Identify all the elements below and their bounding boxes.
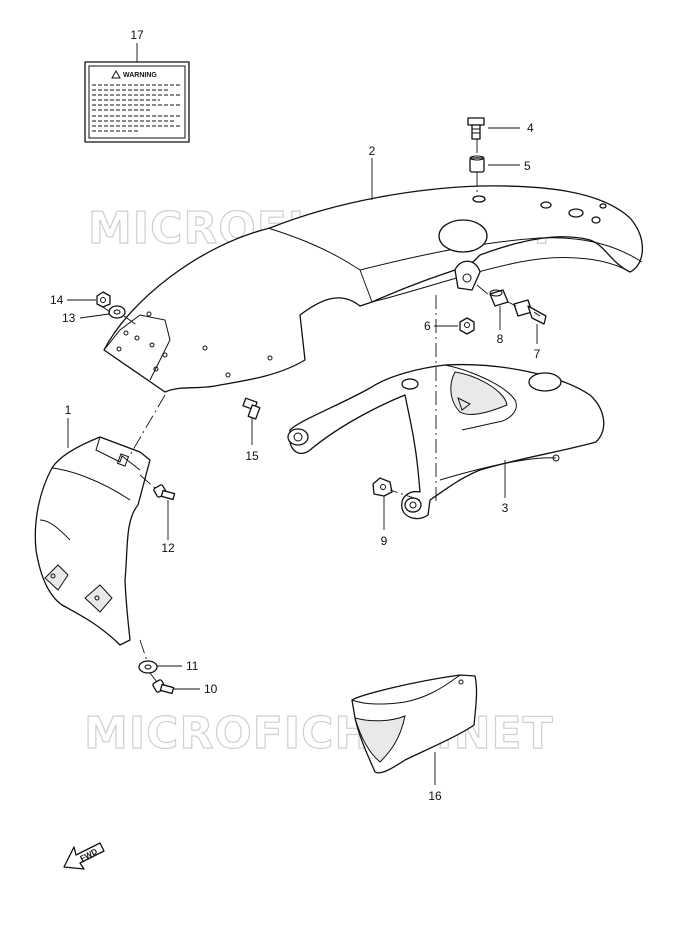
screw-15 (242, 397, 261, 420)
callout-12: 12 (161, 541, 175, 555)
callout-10: 10 (204, 682, 218, 696)
callout-17: 17 (130, 28, 144, 42)
callout-16: 16 (428, 789, 442, 803)
warning-triangle-icon (111, 69, 121, 79)
rear-fender (103, 185, 643, 393)
warning-label: WARNING (84, 61, 190, 143)
bracket-hole (528, 372, 562, 392)
nut-14 (96, 291, 111, 308)
callout-9: 9 (381, 534, 388, 548)
callout-13: 13 (62, 311, 76, 325)
callout-11: 11 (186, 659, 199, 673)
bolt-7 (513, 299, 547, 325)
callout-5: 5 (524, 159, 531, 173)
callout-8: 8 (497, 332, 504, 346)
inner-fender-guard (34, 436, 151, 646)
spacer-8 (489, 289, 509, 307)
callout-14: 14 (50, 293, 64, 307)
washer-13 (108, 305, 126, 319)
nut-6 (459, 317, 475, 335)
spacer-5 (469, 155, 485, 173)
warning-label-title: WARNING (123, 72, 157, 79)
lower-cover (351, 674, 478, 774)
callout-numbers: 17 2 4 5 14 13 6 8 7 1 15 3 12 9 11 10 1… (50, 28, 541, 803)
leader-lines (67, 43, 538, 785)
forward-direction-arrow-icon: FWD (63, 842, 105, 870)
screw-12 (153, 484, 176, 501)
callout-3: 3 (502, 501, 509, 515)
fender-large-hole (438, 219, 488, 253)
fender-bracket (287, 363, 605, 520)
fender-front-holes (116, 311, 273, 378)
callout-1: 1 (65, 403, 72, 417)
callout-15: 15 (245, 449, 259, 463)
callout-2: 2 (369, 144, 376, 158)
nut-9 (372, 477, 393, 497)
washer-11 (138, 660, 158, 674)
callout-7: 7 (534, 347, 541, 361)
watermark-bottom: MICROFICHES.NET (84, 708, 554, 759)
callout-6: 6 (424, 319, 431, 333)
screw-10 (152, 679, 175, 695)
callout-4: 4 (527, 121, 534, 135)
bolt-4 (467, 117, 485, 140)
